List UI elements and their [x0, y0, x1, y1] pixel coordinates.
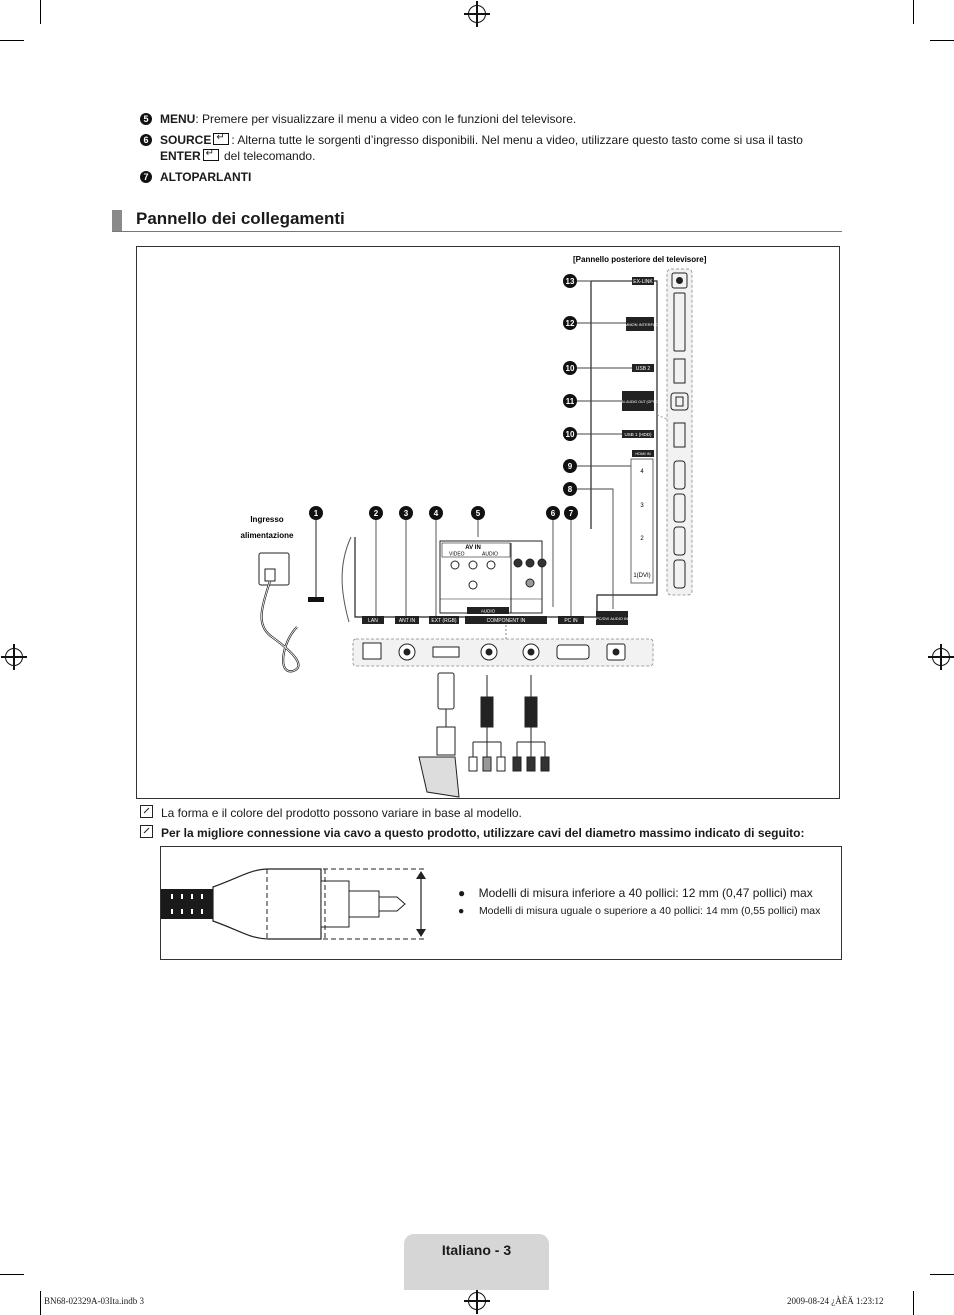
cable-spec-item: ● Modelli di misura uguale o superiore a… — [458, 905, 820, 917]
av-in-label: AV IN — [465, 545, 481, 551]
callout-number: 2 — [374, 509, 379, 518]
crop-mark — [0, 40, 24, 41]
av-audio-label: AUDIO — [482, 552, 498, 558]
callout-number: 7 — [569, 509, 574, 518]
crop-mark — [0, 1274, 24, 1275]
side-port-label: DIGITAL AUDIO OUT (OPTICAL) — [612, 400, 664, 404]
callout-number: 13 — [566, 277, 575, 286]
note-icon — [140, 805, 153, 818]
av-video-label: VIDEO — [449, 552, 465, 558]
power-label: Ingresso — [250, 515, 283, 524]
note-product-shape: La forma e il colore del prodotto posson… — [140, 805, 522, 820]
callout-number: 12 — [566, 319, 575, 328]
side-port-label: HDMI IN — [635, 451, 650, 456]
item-number-badge: 5 — [140, 113, 152, 125]
item-number-badge: 7 — [140, 171, 152, 183]
hdmi-number: 3 — [640, 503, 644, 509]
diagram-svg: [Pannello posteriore del televisore] EX-… — [241, 255, 707, 798]
item-text: del telecomando. — [220, 149, 316, 163]
enter-icon — [202, 146, 219, 162]
side-port-label: EX-LINK — [633, 279, 653, 285]
callout-number: 4 — [434, 509, 439, 518]
bottom-port-label: COMPONENT IN — [487, 618, 526, 624]
item-speakers: 7 ALTOPARLANTI — [140, 169, 840, 185]
registration-mark-icon — [928, 644, 954, 670]
audio-lr-label: AUDIO — [481, 609, 496, 614]
tv-back-outline — [354, 280, 658, 618]
note-text: Per la migliore connessione via cavo a q… — [161, 826, 805, 840]
side-port-label: USB 2 — [636, 366, 651, 372]
callout-number: 8 — [568, 485, 573, 494]
side-port-label: USB 1 (HDD) — [624, 432, 652, 437]
power-label: alimentazione — [241, 531, 294, 540]
power-cord — [260, 580, 300, 673]
crop-mark — [40, 1291, 41, 1315]
section-marker — [112, 210, 122, 232]
cable-spec-item: ● Modelli di misura inferiore a 40 polli… — [458, 886, 813, 900]
side-connector-strip — [666, 268, 693, 596]
cable-spec-box — [160, 846, 842, 960]
hdmi-number: 4 — [640, 469, 644, 475]
bottom-port-label: PC/DVI AUDIO IN — [596, 616, 628, 621]
crop-mark — [40, 0, 41, 24]
crop-mark — [930, 1274, 954, 1275]
connection-panel-diagram: [Pannello posteriore del televisore] EX-… — [136, 246, 840, 799]
item-number-badge: 6 — [140, 134, 152, 146]
callout-number: 3 — [404, 509, 409, 518]
registration-mark-icon — [464, 1, 490, 27]
bottom-port-label: EXT (RGB) — [431, 618, 457, 624]
callout-number: 1 — [314, 509, 319, 518]
hdmi-number: 2 — [640, 536, 644, 542]
callout-number: 9 — [568, 462, 573, 471]
print-info-left: BN68-02329A-03Ita.indb 3 — [44, 1296, 144, 1306]
note-text: La forma e il colore del prodotto posson… — [161, 806, 522, 820]
source-enter-icon — [213, 130, 230, 146]
bottom-port-label: ANT IN — [399, 618, 416, 624]
note-cable-diameter: Per la migliore connessione via cavo a q… — [140, 825, 805, 840]
callout-number: 10 — [566, 364, 575, 373]
item-term: SOURCE — [160, 133, 212, 147]
footer-tab — [404, 1234, 549, 1290]
hdmi-number: 1(DVI) — [633, 573, 650, 579]
callout-number: 5 — [476, 509, 481, 518]
panel-caption: [Pannello posteriore del televisore] — [573, 255, 707, 264]
bottom-port-label: LAN — [368, 618, 378, 624]
item-menu: 5 MENU: Premere per visualizzare il menu … — [140, 111, 840, 127]
callout-number: 10 — [566, 430, 575, 439]
item-text: : Premere per visualizzare il menu a vid… — [195, 112, 577, 126]
registration-mark-icon — [464, 1288, 490, 1314]
bottom-port-label: PC IN — [564, 618, 578, 624]
item-term: MENU — [160, 112, 196, 126]
callout-number: 6 — [551, 509, 556, 518]
cable-plug-illustration — [161, 868, 426, 940]
item-term-enter: ENTER — [160, 149, 201, 163]
item-text: : Alterna tutte le sorgenti d’ingresso d… — [231, 133, 803, 147]
cable-spec-text: Modelli di misura uguale o superiore a 4… — [478, 905, 821, 917]
crop-mark — [913, 1291, 914, 1315]
item-term: ALTOPARLANTI — [160, 170, 252, 184]
bullet-icon: ● — [458, 886, 466, 900]
crop-mark — [913, 0, 914, 24]
scart-plug — [437, 672, 455, 710]
item-source-cont: ENTER del telecomando. — [160, 146, 860, 164]
crop-mark — [930, 40, 954, 41]
item-source: 6 SOURCE : Alterna tutte le sorgenti d’ing… — [140, 130, 840, 148]
section-rule — [112, 231, 842, 232]
section-title: Pannello dei collegamenti — [136, 209, 345, 228]
print-info-right: 2009-08-24 ¿ÀÈÄ 1:23:12 — [787, 1296, 884, 1306]
note-icon — [140, 825, 153, 838]
tv-curve — [341, 536, 352, 623]
registration-mark-icon — [1, 644, 27, 670]
page-label: Italiano - 3 — [441, 1242, 512, 1258]
callout-number: 11 — [566, 397, 575, 406]
bullet-icon: ● — [458, 905, 465, 917]
cable-spec-text: Modelli di misura inferiore a 40 pollici… — [478, 886, 813, 900]
side-port-label: COMMON INTERFACE — [619, 322, 662, 327]
